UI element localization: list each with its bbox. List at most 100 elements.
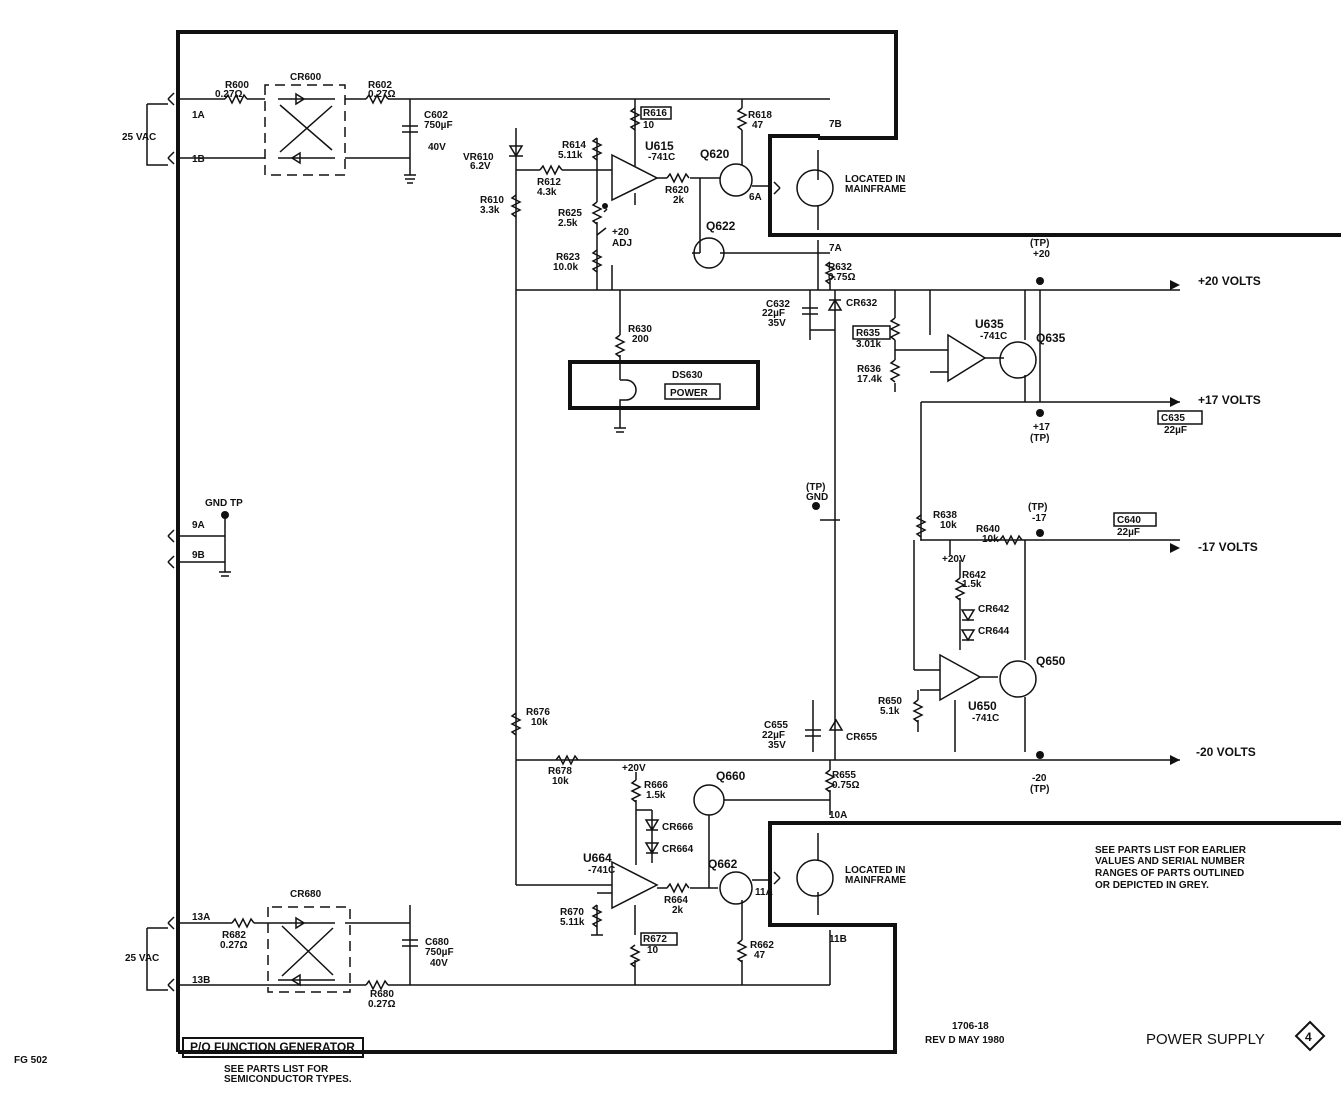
r670-value: 5.11k <box>560 917 585 928</box>
pin-10a: 10A <box>829 810 847 821</box>
vr610-name: VR610 <box>463 152 494 163</box>
r602-name: R602 <box>368 80 392 91</box>
pin-7a: 7A <box>829 243 842 254</box>
gnd-input <box>167 515 231 577</box>
r602-value: 0.27Ω <box>368 89 395 100</box>
located-bottom-2: MAINFRAME <box>845 875 906 886</box>
c655-voltage: 35V <box>768 740 786 751</box>
q662-label: Q662 <box>708 857 738 871</box>
c635-name: C635 <box>1161 413 1185 424</box>
board-outline-right-top <box>768 134 1341 237</box>
c602-name: C602 <box>424 110 448 121</box>
r600-name: R600 <box>225 80 249 91</box>
r632-name: R632 <box>828 262 852 273</box>
r666-value: 1.5k <box>646 790 666 801</box>
top-regulator-wiring <box>508 99 1180 433</box>
bottom-input-pin-a: 13A <box>192 912 210 923</box>
c602-voltage: 40V <box>428 142 446 153</box>
r642-supply: +20V <box>942 554 966 565</box>
cr655-label: CR655 <box>846 732 878 743</box>
r650-value: 5.1k <box>880 706 900 717</box>
tpgnd-label: (TP) <box>806 482 825 493</box>
gnd-pin-a: 9A <box>192 520 205 531</box>
q620-label: Q620 <box>700 147 730 161</box>
r650-name: R650 <box>878 696 902 707</box>
revision: REV D MAY 1980 <box>925 1035 1005 1046</box>
tp20-point <box>1036 277 1044 285</box>
r612-name: R612 <box>537 177 561 188</box>
output-plus17: +17 VOLTS <box>1198 393 1261 407</box>
cr600-label: CR600 <box>290 72 322 83</box>
u615-name: U615 <box>645 139 674 153</box>
semiconductor-note-2: SEMICONDUCTOR TYPES. <box>224 1074 352 1085</box>
q650-label: Q650 <box>1036 654 1066 668</box>
cr632-label: CR632 <box>846 298 878 309</box>
r632-value: 0.75Ω <box>828 272 855 283</box>
ds630-outline <box>568 360 760 410</box>
c640-outline <box>1113 512 1157 527</box>
semiconductor-note-1: SEE PARTS LIST FOR <box>224 1064 329 1075</box>
r638-name: R638 <box>933 510 957 521</box>
tp20-label: (TP) <box>1030 238 1049 249</box>
r666-supply: +20V <box>622 763 646 774</box>
tpm17-value: -17 <box>1032 513 1047 524</box>
r642-name: R642 <box>962 570 986 581</box>
gndtp-label: GND TP <box>205 498 243 509</box>
r625-name: R625 <box>558 208 582 219</box>
u650-type: -741C <box>972 713 999 724</box>
cr642-label: CR642 <box>978 604 1010 615</box>
tpm20-label: (TP) <box>1030 784 1049 795</box>
top-input-pin-a: 1A <box>192 110 205 121</box>
u650-name: U650 <box>968 699 997 713</box>
ds630-label: DS630 <box>672 370 703 381</box>
r616-outline <box>640 106 672 120</box>
r678-value: 10k <box>552 776 569 787</box>
adj-label: ADJ <box>612 238 632 249</box>
r614-name: R614 <box>562 140 586 151</box>
r620-value: 2k <box>673 195 685 206</box>
cr644-label: CR644 <box>978 626 1010 637</box>
pin-11b: 11B <box>829 934 847 945</box>
pin-6a: 6A <box>749 192 762 203</box>
u635-name: U635 <box>975 317 1004 331</box>
board-outline <box>176 30 898 1052</box>
board-title: P/O FUNCTION GENERATOR <box>190 1040 355 1054</box>
r625-value: 2.5k <box>558 218 578 229</box>
pin-11a: 11A <box>755 887 773 898</box>
r636-value: 17.4k <box>857 374 882 385</box>
r620-name: R620 <box>665 185 689 196</box>
c632-voltage: 35V <box>768 318 786 329</box>
r655-value: 0.75Ω <box>832 780 859 791</box>
r623-name: R623 <box>556 252 580 263</box>
r676-value: 10k <box>531 717 548 728</box>
r655-name: R655 <box>832 770 856 781</box>
r672-value: 10 <box>647 945 659 956</box>
pin-7b: 7B <box>829 119 842 130</box>
c602-value: 750µF <box>424 120 453 131</box>
r676-name: R676 <box>526 707 550 718</box>
u664-name: U664 <box>583 851 612 865</box>
c640-name: C640 <box>1117 515 1141 526</box>
tpm20-point <box>1036 751 1044 759</box>
bottom-input-pin-b: 13B <box>192 975 210 986</box>
r630-name: R630 <box>628 324 652 335</box>
c680-voltage: 40V <box>430 958 448 969</box>
tpgnd-point <box>812 502 820 510</box>
r664-name: R664 <box>664 895 688 906</box>
tp20-value: +20 <box>1033 249 1050 260</box>
top-input-pin-b: 1B <box>192 154 205 165</box>
bottom-regulator-wiring <box>410 290 834 986</box>
r672-outline <box>640 932 678 946</box>
u664-type: -741C <box>588 865 615 876</box>
c632-name: C632 <box>766 299 790 310</box>
q635-label: Q635 <box>1036 331 1066 345</box>
top-input <box>146 84 830 184</box>
r682-value: 0.27Ω <box>220 940 247 951</box>
u615-type: -741C <box>648 152 675 163</box>
q660-label: Q660 <box>716 769 746 783</box>
located-top-1: LOCATED IN <box>845 174 905 185</box>
r610-name: R610 <box>480 195 504 206</box>
r666-name: R666 <box>644 780 668 791</box>
r640-name: R640 <box>976 524 1000 535</box>
r610-value: 3.3k <box>480 205 500 216</box>
